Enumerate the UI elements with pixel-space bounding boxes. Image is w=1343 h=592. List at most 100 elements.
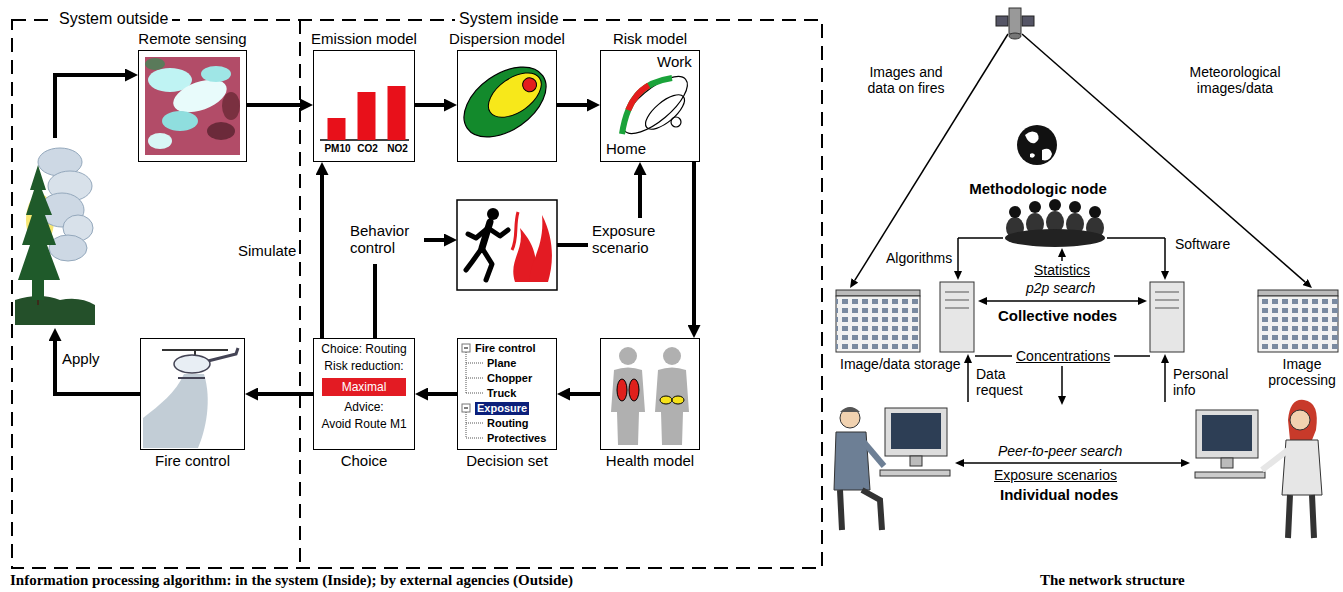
emission-bar-chart: [320, 86, 409, 140]
node-title: Individual nodes: [1000, 486, 1118, 503]
server-icon: [945, 292, 969, 308]
decision-tree-lines: [462, 344, 470, 352]
meeting-people-picture: [1005, 229, 1105, 247]
node-heading: Risk model: [613, 30, 687, 47]
node-text: Work: [657, 53, 692, 70]
dispersion-plume: [451, 53, 558, 152]
network-link: [1022, 34, 1305, 282]
network-link: [957, 238, 959, 271]
system-boundary: [299, 20, 301, 568]
user-at-computer-picture: [862, 440, 884, 466]
satellite-image: [162, 111, 198, 131]
user-at-computer-picture: [880, 470, 950, 476]
network-link: [1164, 363, 1166, 402]
node-heading: Health model: [606, 452, 694, 469]
link-label: Exposure scenarios: [994, 467, 1117, 483]
globe-icon: [1025, 131, 1039, 143]
network-link: [964, 462, 1181, 464]
building-icon: [836, 296, 920, 352]
user-at-computer-picture: [1288, 400, 1317, 440]
node-text: CO2: [353, 143, 383, 155]
meeting-people-picture: [1069, 201, 1081, 213]
user-at-computer-picture: [910, 456, 922, 466]
decision-tree-lines: [466, 352, 484, 438]
region-title: System outside: [55, 10, 172, 28]
risk-route-sketch: [622, 78, 672, 134]
model-box: Health model: [600, 338, 700, 450]
risk-route-sketch: [614, 67, 696, 143]
flow-arrow-layout: [55, 75, 125, 138]
network-link: [987, 300, 1138, 302]
network-link: [1061, 366, 1063, 396]
building-icon: [1258, 296, 1338, 352]
satellite-image: [222, 92, 240, 120]
forest-fire-picture: [49, 235, 87, 261]
globe-icon: [1017, 125, 1057, 165]
network-link: [855, 34, 1008, 280]
node-text: Protectives: [487, 432, 546, 445]
node-text: Chopper: [487, 372, 532, 385]
globe-icon: [1030, 153, 1035, 157]
flow-arrow: [247, 103, 300, 107]
user-at-computer-picture: [1221, 458, 1233, 468]
decision-tree-lines: [464, 408, 468, 409]
link-label: Statistics: [1034, 262, 1090, 278]
flow-arrow-layout: [55, 75, 640, 394]
decision-tree-lines: [462, 344, 484, 438]
choice-panel: ChoiceChoice: RoutingRisk reduction:Maxi…: [313, 338, 415, 450]
satellite-image: [145, 57, 240, 155]
user-at-computer-picture: [885, 408, 947, 456]
meeting-people-picture: [1049, 199, 1061, 211]
meeting-people-picture: [1089, 206, 1101, 218]
flow-arrow-layout: [373, 264, 377, 338]
helicopter-picture: [178, 377, 205, 379]
globe-icon: [1017, 125, 1057, 165]
user-at-computer-picture: [1288, 495, 1314, 538]
network-link: [1164, 238, 1166, 271]
flow-label: Behavior control: [350, 222, 422, 257]
network-link: [1061, 257, 1063, 261]
node-heading: Emission model: [311, 30, 417, 47]
model-box: Risk modelWorkHome: [600, 50, 700, 162]
node-text: Avoid Route M1: [314, 418, 414, 432]
satellite-icon: [996, 8, 1034, 39]
decision-tree-panel: Decision setFire controlPlaneChopperTruc…: [457, 338, 557, 450]
user-at-computer-picture: [1196, 410, 1258, 458]
human-body-figures: [663, 347, 681, 365]
node-text: Risk reduction:: [314, 360, 414, 374]
running-figure-icon: [457, 200, 557, 290]
node-heading: Dispersion model: [449, 30, 565, 47]
node-heading: Fire control: [155, 452, 230, 469]
flow-arrow: [258, 392, 313, 396]
satellite-image: [201, 66, 231, 82]
satellite-image: [145, 58, 165, 70]
building-icon: [836, 290, 1338, 352]
node-text: Maximal: [322, 378, 406, 396]
node-text: Choice: Routing: [314, 343, 414, 357]
running-figure-icon: [530, 215, 552, 282]
node-text: Truck: [487, 387, 516, 400]
human-body-figures: [655, 368, 689, 446]
human-body-figures: [611, 368, 645, 446]
satellite-image: [145, 57, 240, 155]
link-label: Concentrations: [1012, 348, 1114, 364]
human-body-figures: [660, 396, 672, 404]
node-text: Home: [606, 140, 646, 157]
system-boundary: [12, 20, 822, 568]
node-text: PM10: [323, 143, 353, 155]
node-title: Collective nodes: [998, 307, 1117, 324]
user-at-computer-picture: [840, 490, 882, 530]
link-label: Personal info: [1173, 366, 1233, 398]
flow-arrow: [415, 103, 444, 107]
network-link: [855, 34, 1305, 463]
node-heading: Choice: [341, 452, 388, 469]
network-link: [967, 363, 969, 402]
user-at-computer-picture: [891, 413, 941, 449]
dispersion-plume: [481, 64, 550, 126]
user-at-computer-picture: [840, 407, 860, 412]
meeting-people-picture: [1009, 206, 1021, 218]
user-at-computer-picture: [1202, 415, 1252, 451]
forest-fire-picture: [15, 148, 95, 325]
